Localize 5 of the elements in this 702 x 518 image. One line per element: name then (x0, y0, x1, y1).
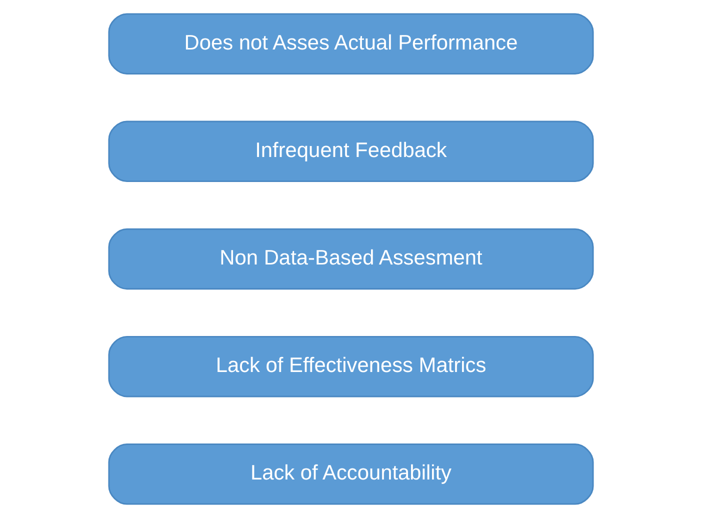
node-box: Does not Asses Actual Performance (108, 13, 594, 74)
node-box: Lack of Effectiveness Matrics (108, 336, 594, 398)
node-box: Infrequent Feedback (108, 120, 594, 182)
node-box: Non Data-Based Assesment (108, 228, 594, 290)
node-box: Lack of Accountability (108, 444, 594, 505)
